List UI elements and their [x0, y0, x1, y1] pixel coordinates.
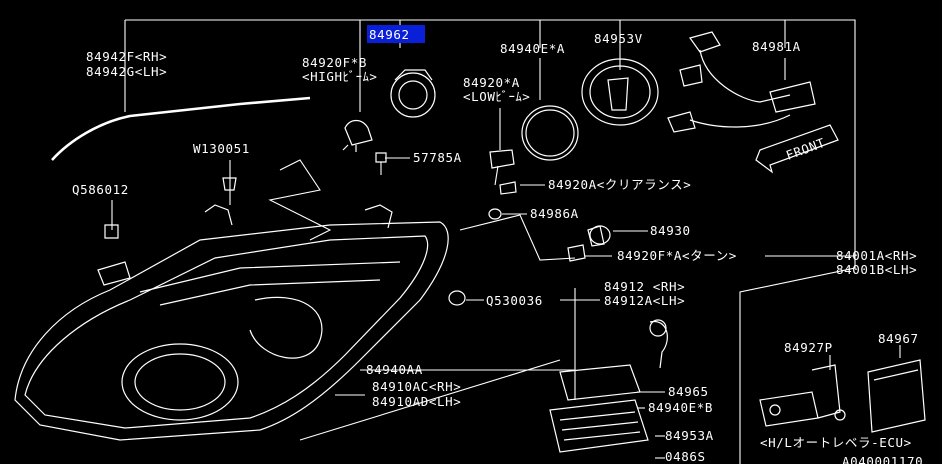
- high-beam-bulb: [342, 119, 373, 152]
- front-arrow: FRONT: [755, 124, 839, 174]
- bulb-cover-84962: [390, 69, 436, 118]
- label-84920a: 84920A<クリアランス>: [548, 177, 691, 192]
- label-84920fa: 84920F*A<ターン>: [617, 248, 737, 263]
- label-84912: 84912 <RH>: [604, 279, 685, 294]
- label-84967: 84967: [878, 331, 919, 346]
- label-84953v: 84953V: [594, 31, 643, 46]
- label-84930: 84930: [650, 223, 691, 238]
- label-84920a-star: 84920*A: [463, 75, 520, 90]
- label-footer-code: A040001170: [842, 454, 923, 464]
- label-84920fb: 84920F*B: [302, 55, 367, 70]
- label-leveler-ecu: <H/Lオートレベラ-ECU>: [760, 435, 912, 450]
- bracket-q586012: [97, 224, 131, 286]
- label-84927p: 84927P: [784, 340, 833, 355]
- label-84981a: 84981A: [752, 39, 801, 54]
- label-0486s: 0486S: [665, 449, 706, 464]
- label-84965: 84965: [668, 384, 709, 399]
- label-84942f: 84942F<RH>: [86, 49, 167, 64]
- low-beam-bulb: [489, 149, 515, 186]
- socket-84930: [587, 225, 611, 247]
- leader-lines: [111, 48, 901, 459]
- leveler-ecu-84967: [867, 359, 926, 433]
- label-84001a: 84001A<RH>: [836, 248, 917, 263]
- seal-ring: [521, 105, 579, 161]
- label-84942g: 84942G<LH>: [86, 64, 167, 79]
- label-84940aa: 84940AA: [366, 362, 423, 377]
- label-q586012: Q586012: [72, 182, 129, 197]
- labels: 84962 84942F<RH> 84942G<LH> 84920F*B <HI…: [72, 25, 923, 464]
- label-84001b: 84001B<LH>: [836, 262, 917, 277]
- label-84962[interactable]: 84962: [369, 27, 410, 42]
- label-57785a: 57785A: [413, 150, 462, 165]
- trim-strip: [51, 96, 311, 161]
- label-84940ea: 84940E*A: [500, 41, 565, 56]
- label-84953a: 84953A: [665, 428, 714, 443]
- turn-bulb: [567, 244, 586, 262]
- label-84910ac: 84910AC<RH>: [372, 379, 461, 394]
- leveler-bracket-84927p: [759, 364, 846, 427]
- headlamp-housing: [14, 204, 449, 441]
- label-84912a: 84912A<LH>: [604, 293, 685, 308]
- screw-57785a: [375, 152, 387, 175]
- ballast-unit: [549, 319, 668, 453]
- label-84910ad: 84910AD<LH>: [372, 394, 461, 409]
- clearance-bulb: [499, 181, 517, 195]
- label-84940eb: 84940E*B: [648, 400, 713, 415]
- clip-w130051: [222, 177, 237, 191]
- wire-harness-84981a: [667, 31, 816, 133]
- label-84986a: 84986A: [530, 206, 579, 221]
- screw-q530036: [448, 290, 466, 306]
- label-low-beam: <LOWﾋﾞｰﾑ>: [463, 89, 530, 104]
- grommet-84986a: [488, 208, 502, 220]
- label-q530036: Q530036: [486, 293, 543, 308]
- label-w130051: W130051: [193, 141, 250, 156]
- lamp-cap-84953v: [581, 58, 659, 126]
- label-high-beam: <HIGHﾋﾞｰﾑ>: [302, 69, 378, 84]
- frame-lines: [124, 19, 856, 464]
- highlight-box: [367, 25, 425, 43]
